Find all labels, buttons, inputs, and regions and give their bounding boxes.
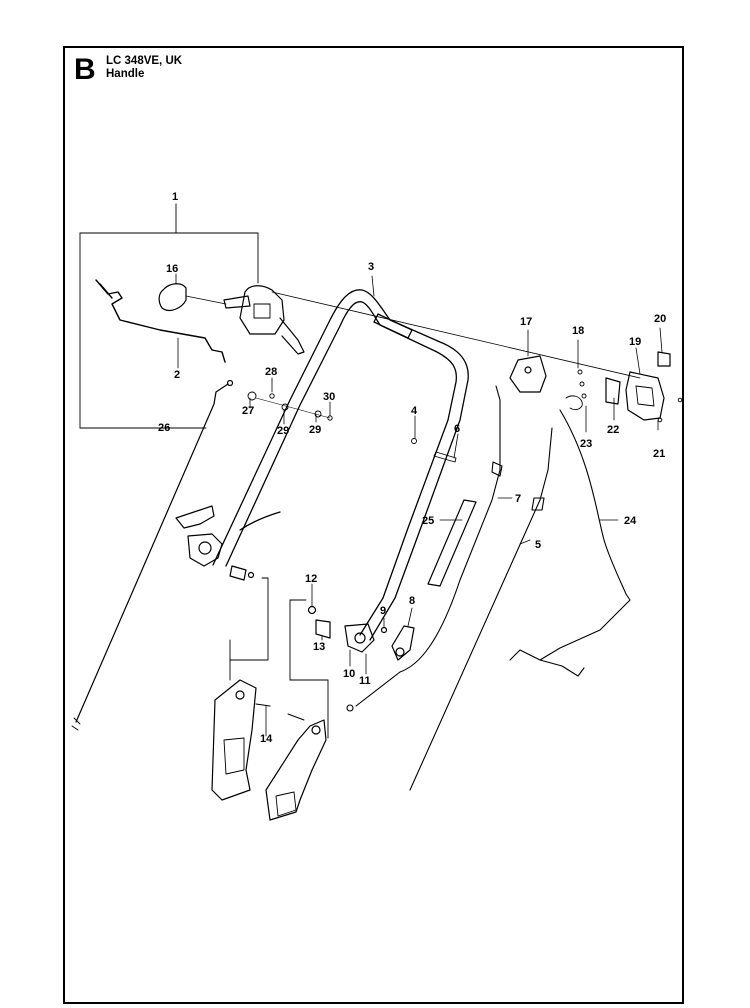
control-lever-assembly (223, 285, 641, 379)
callout-20: 20 (654, 313, 666, 325)
callout-3: 3 (368, 261, 374, 273)
hardware-27-30 (247, 391, 333, 421)
left-hinge-bracket (175, 505, 255, 581)
callout-28: 28 (265, 366, 277, 378)
callout-7: 7 (515, 493, 521, 505)
grip-part-25 (427, 499, 477, 587)
diagram-frame (63, 46, 684, 1004)
callout-16: 16 (166, 263, 178, 275)
callout-27: 27 (242, 405, 254, 417)
callout-6: 6 (454, 423, 460, 435)
cable-24 (509, 409, 631, 677)
callout-29b: 29 (309, 424, 321, 436)
hardware-18 (577, 369, 587, 399)
callout-labels: 1 2 3 4 5 6 7 8 9 10 11 12 13 14 16 17 1… (158, 191, 666, 745)
control-box-19 (625, 371, 665, 421)
callout-22: 22 (607, 424, 619, 436)
group-bracket-lower-left (229, 577, 269, 681)
callout-21: 21 (653, 448, 665, 460)
knob-20 (657, 351, 671, 367)
callout-18: 18 (572, 325, 584, 337)
callout-24: 24 (624, 515, 637, 527)
callout-12: 12 (305, 573, 317, 585)
callout-1: 1 (172, 191, 178, 203)
callout-23: 23 (580, 438, 592, 450)
bolts-4-6 (411, 438, 457, 463)
section-letter: B (74, 53, 96, 86)
right-hinge-hardware (307, 605, 415, 661)
callout-19: 19 (629, 336, 641, 348)
lower-bracket-right (265, 713, 327, 821)
callout-29a: 29 (277, 425, 289, 437)
callout-2: 2 (174, 369, 180, 381)
cable-5 (409, 427, 553, 791)
spring-23 (565, 395, 583, 411)
callout-11: 11 (359, 675, 371, 687)
model-title: LC 348VE, UK (106, 55, 183, 67)
callout-17: 17 (520, 316, 532, 328)
callout-10: 10 (343, 668, 355, 680)
diagram-subtitle: Handle (106, 68, 145, 80)
lower-bracket-left (211, 679, 271, 801)
cover-part-16 (158, 283, 227, 312)
callout-5: 5 (535, 539, 541, 551)
leader-lines (175, 273, 663, 737)
callout-30: 30 (323, 391, 335, 403)
group-bracket-lower-mid (289, 599, 329, 739)
cable-7 (346, 385, 503, 712)
wire-bar (95, 279, 226, 363)
callout-26: 26 (158, 422, 170, 434)
callout-4: 4 (411, 405, 418, 417)
switch-22 (605, 377, 621, 405)
cable-26 (71, 379, 234, 731)
callout-25: 25 (422, 515, 434, 527)
callout-9: 9 (380, 605, 386, 617)
handle-tube (212, 289, 469, 641)
group-bracket-1 (79, 203, 259, 429)
callout-14: 14 (260, 733, 273, 745)
callout-13: 13 (313, 641, 325, 653)
control-housing-17 (509, 355, 547, 393)
callout-8: 8 (409, 595, 415, 607)
